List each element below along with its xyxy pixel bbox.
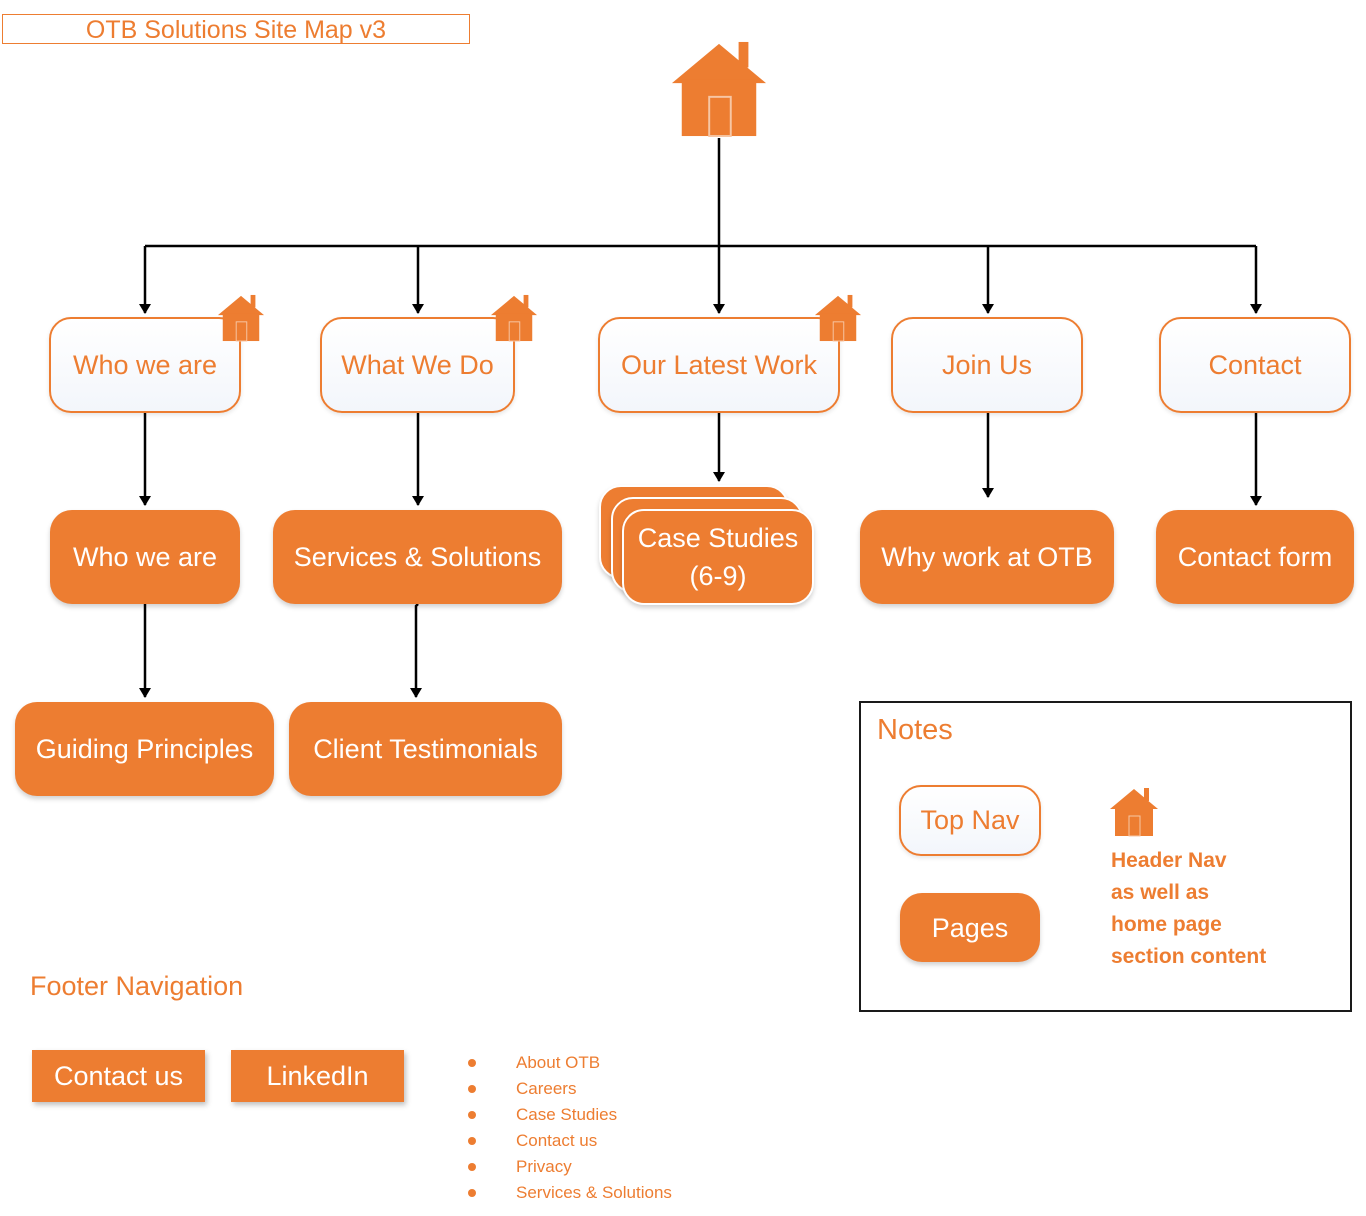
bullet-icon — [468, 1111, 476, 1119]
footer-link-label: Services & Solutions — [516, 1183, 672, 1202]
top-nav-contact[interactable]: Contact — [1159, 317, 1351, 413]
bullet-icon — [468, 1163, 476, 1171]
bullet-icon — [468, 1137, 476, 1145]
page-guiding-principles[interactable]: Guiding Principles — [15, 702, 274, 796]
page-label: Who we are — [72, 542, 218, 572]
legend-desc-line: as well as — [1111, 881, 1210, 904]
footer-heading: Footer Navigation — [30, 971, 244, 1001]
footer-linkedin-button[interactable]: LinkedIn — [231, 1050, 404, 1102]
legend-header-nav-description: Header Nav as well as home page section … — [1111, 845, 1331, 973]
home-house-icon — [670, 41, 768, 137]
top-nav-label: Our Latest Work — [620, 349, 818, 380]
page-label: Contact form — [1177, 542, 1333, 572]
connector-services-to-testimonials — [410, 603, 422, 698]
footer-link-item[interactable]: Case Studies — [468, 1102, 672, 1128]
top-nav-join-us[interactable]: Join Us — [891, 317, 1083, 413]
house-icon — [217, 292, 265, 344]
legend-desc-line: section content — [1111, 945, 1267, 968]
page-label: Client Testimonials — [313, 734, 538, 764]
footer-link-label: Contact us — [516, 1131, 598, 1150]
notes-heading: Notes — [877, 714, 953, 746]
footer-link-label: Case Studies — [516, 1105, 618, 1124]
footer-link-item[interactable]: Careers — [468, 1076, 672, 1102]
footer-links-list: About OTB Careers Case Studies Contact u… — [468, 1050, 672, 1206]
legend-desc-line: home page — [1111, 913, 1222, 936]
house-icon — [490, 292, 538, 344]
legend-label: Pages — [931, 912, 1009, 943]
page-contact-form[interactable]: Contact form — [1156, 510, 1354, 604]
footer-contact-us-button[interactable]: Contact us — [32, 1050, 205, 1102]
legend-label: Top Nav — [920, 805, 1020, 835]
legend-pages: Pages — [900, 893, 1040, 962]
legend-top-nav: Top Nav — [899, 785, 1041, 856]
legend-desc-line: Header Nav — [1111, 849, 1227, 872]
legend-house-icon — [1109, 785, 1159, 839]
page-label: Guiding Principles — [35, 734, 254, 764]
top-nav-our-latest-work[interactable]: Our Latest Work — [598, 317, 840, 413]
footer-link-item[interactable]: About OTB — [468, 1050, 672, 1076]
footer-button-label: Contact us — [53, 1060, 184, 1091]
top-nav-what-we-do[interactable]: What We Do — [320, 317, 515, 413]
house-icon — [814, 292, 862, 344]
page-who-we-are[interactable]: Who we are — [50, 510, 240, 604]
top-nav-label: Contact — [1208, 349, 1302, 380]
footer-link-item[interactable]: Services & Solutions — [468, 1180, 672, 1206]
top-nav-label: What We Do — [341, 349, 494, 380]
top-nav-label: Join Us — [941, 349, 1033, 380]
top-nav-who-we-are[interactable]: Who we are — [49, 317, 241, 413]
bullet-icon — [468, 1189, 476, 1197]
footer-link-label: Careers — [516, 1079, 577, 1098]
sitemap-title: OTB Solutions Site Map v3 — [2, 14, 470, 44]
page-client-testimonials[interactable]: Client Testimonials — [289, 702, 562, 796]
page-services-solutions[interactable]: Services & Solutions — [273, 510, 562, 604]
bullet-icon — [468, 1085, 476, 1093]
page-why-work-at-otb[interactable]: Why work at OTB — [860, 510, 1114, 604]
footer-link-item[interactable]: Privacy — [468, 1154, 672, 1180]
page-label: Services & Solutions — [293, 542, 542, 572]
page-label-count: (6-9) — [689, 561, 747, 591]
footer-button-label: LinkedIn — [266, 1060, 369, 1091]
page-label: Case Studies — [637, 523, 799, 553]
page-case-studies[interactable]: Case Studies (6-9) — [622, 509, 814, 605]
footer-link-label: Privacy — [516, 1157, 572, 1176]
footer-link-item[interactable]: Contact us — [468, 1128, 672, 1154]
top-nav-label: Who we are — [72, 349, 218, 380]
bullet-icon — [468, 1059, 476, 1067]
footer-link-label: About OTB — [516, 1053, 601, 1072]
page-label: Why work at OTB — [881, 542, 1093, 572]
